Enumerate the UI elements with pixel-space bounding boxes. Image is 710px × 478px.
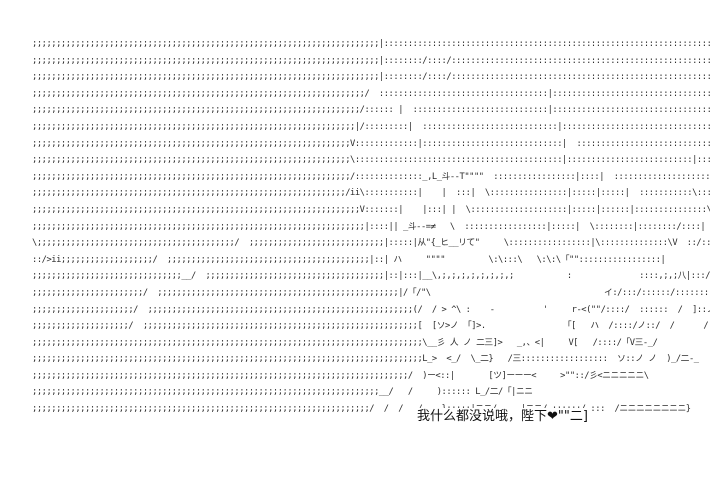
art-line: ;;;;;;;;;;;;;;;;;;;;;;;/ ;;;;;;;;;;;;;;;… — [32, 287, 710, 298]
art-line: ::/>ii;;;;;;;;;;;;;;;;;;;/ ;;;;;;;;;;;;;… — [32, 254, 666, 265]
art-line: ;;;;;;;;;;;;;;;;;;;;;;;;;;;;;;;;;;;;;;;;… — [32, 188, 710, 199]
art-line: \;;;;;;;;;;;;;;;;;;;;;;;;;;;;;;;;;;;;;;;… — [32, 238, 710, 249]
ascii-art: ;;;;;;;;;;;;;;;;;;;;;;;;;;;;;;;;;;;;;;;;… — [32, 36, 710, 418]
art-line: ;;;;;;;;;;;;;;;;;;;;;;;;;;;;;;;;;;;;;;;;… — [32, 88, 710, 99]
dialogue-text: 我什么都没说哦，陛下❤""二] — [415, 408, 590, 426]
art-line: ;;;;;;;;;;;;;;;;;;;;;;;;;;;;;;;;;;;;;;;;… — [32, 121, 710, 132]
art-line: ;;;;;;;;;;;;;;;;;;;;;;;;;;;;;;;;;;;;;;;;… — [32, 171, 710, 182]
art-line: ;;;;;;;;;;;;;;;;;;;;;;;;;;;;;;;;;;;;;;;;… — [32, 404, 691, 415]
art-line: ;;;;;;;;;;;;;;;;;;;;;;;;;;;;;;;;;;;;;;;;… — [32, 221, 706, 232]
art-line: ;;;;;;;;;;;;;;;;;;;;;;;;;;;;;;;;;;;;;;;;… — [32, 105, 710, 116]
art-line: ;;;;;;;;;;;;;;;;;;;;;;;;;;;;;;;__/ ;;;;;… — [32, 271, 710, 282]
art-line: ;;;;;;;;;;;;;;;;;;;;;;;;;;;;;;;;;;;;;;;;… — [32, 204, 710, 215]
art-line: ;;;;;;;;;;;;;;;;;;;;;;;;;;;;;;;;;;;;;;;;… — [32, 138, 710, 149]
art-line: ;;;;;;;;;;;;;;;;;;;;;;;;;;;;;;;;;;;;;;;;… — [32, 370, 649, 381]
art-line: ;;;;;;;;;;;;;;;;;;;;;;;;;;;;;;;;;;;;;;;;… — [32, 354, 699, 365]
art-line: ;;;;;;;;;;;;;;;;;;;;;;;;;;;;;;;;;;;;;;;;… — [32, 387, 533, 398]
art-line: ;;;;;;;;;;;;;;;;;;;;/ ;;;;;;;;;;;;;;;;;;… — [32, 321, 709, 332]
art-line: ;;;;;;;;;;;;;;;;;;;;;;;;;;;;;;;;;;;;;;;;… — [32, 55, 710, 66]
art-line: ;;;;;;;;;;;;;;;;;;;;;;;;;;;;;;;;;;;;;;;;… — [32, 39, 710, 49]
dialogue-main-text: 我什么都没说哦，陛下 — [417, 409, 548, 424]
heart-icon: ❤ — [547, 409, 558, 424]
dialogue-tail-text: ""二] — [557, 409, 588, 424]
art-line: ;;;;;;;;;;;;;;;;;;;;;;;;;;;;;;;;;;;;;;;;… — [32, 155, 710, 166]
art-line: ;;;;;;;;;;;;;;;;;;;;;;;;;;;;;;;;;;;;;;;;… — [32, 337, 658, 348]
art-line: ;;;;;;;;;;;;;;;;;;;;;;;;;;;;;;;;;;;;;;;;… — [32, 72, 710, 83]
art-line: ;;;;;;;;;;;;;;;;;;;;;/ ;;;;;;;;;;;;;;;;;… — [32, 304, 710, 315]
